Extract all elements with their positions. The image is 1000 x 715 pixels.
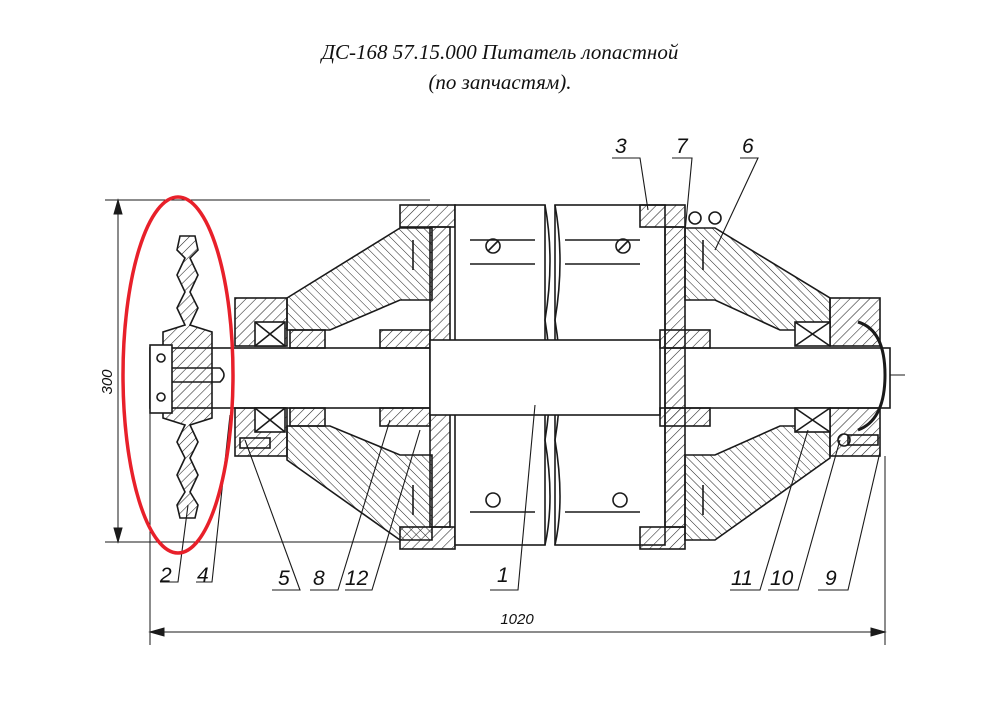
dimension-height-label: 300 <box>99 369 116 395</box>
drawing-lines <box>105 157 905 645</box>
sprocket <box>149 235 213 519</box>
highlight-ellipse <box>121 195 235 555</box>
callout-2: 2 <box>159 564 172 587</box>
callout-7: 7 <box>676 135 689 158</box>
callout-9: 9 <box>825 567 837 590</box>
callout-12: 12 <box>345 567 369 590</box>
right-housing <box>684 227 831 541</box>
callout-3: 3 <box>615 135 627 158</box>
callout-1: 1 <box>497 564 509 587</box>
right-bearing <box>794 297 887 457</box>
right-flange <box>639 204 722 550</box>
dimension-height <box>105 198 430 544</box>
callout-10: 10 <box>770 567 794 590</box>
callout-4: 4 <box>197 564 209 587</box>
diagram-title: ДС-168 57.15.000 Питатель лопастной <box>321 40 679 64</box>
diagram-subtitle: (по запчастям). <box>428 70 572 94</box>
rotor-drum <box>429 204 666 546</box>
callout-5: 5 <box>278 567 290 590</box>
left-bearing-cap <box>234 297 288 457</box>
dimension-length-label: 1020 <box>500 611 534 628</box>
leader-lines <box>160 157 881 591</box>
callout-11: 11 <box>731 567 753 590</box>
callout-6: 6 <box>742 135 754 158</box>
callout-8: 8 <box>313 567 325 590</box>
